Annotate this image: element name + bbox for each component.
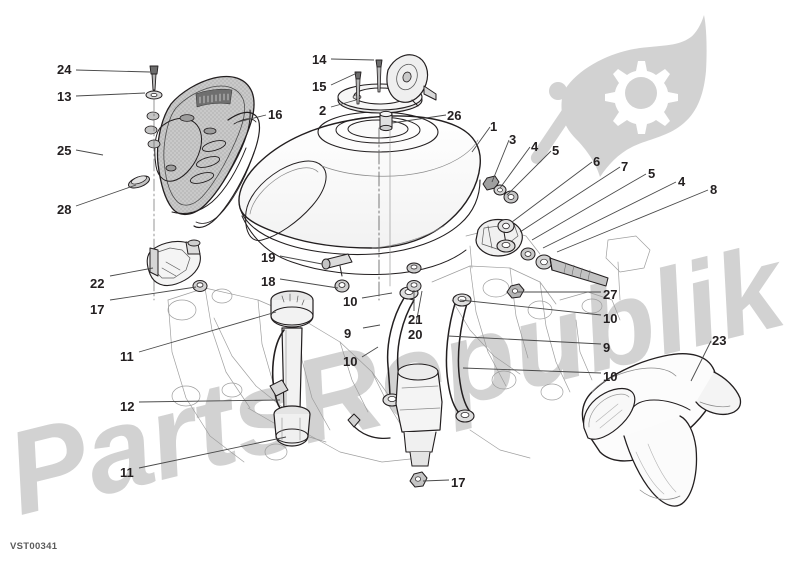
callout-number: 9 (344, 326, 352, 341)
fuel-cap-assembly (337, 54, 437, 301)
leader-line (491, 139, 510, 183)
leader-line (511, 161, 593, 223)
callout-number: 10 (343, 294, 358, 309)
leader-line (330, 72, 358, 86)
callout-number: 24 (57, 62, 72, 77)
callout-number: 5 (648, 166, 656, 181)
callout-number: 26 (447, 108, 462, 123)
leader-line (138, 436, 287, 469)
callout-number: 28 (57, 202, 72, 217)
rubber-pad-28 (128, 175, 150, 189)
leader-line (542, 181, 677, 249)
leader-line (109, 267, 154, 277)
callout-number: 4 (678, 174, 686, 189)
callout-number: 2 (319, 103, 327, 118)
leader-line (75, 149, 104, 156)
leader-line (330, 99, 357, 108)
callout-number: 21 (408, 312, 423, 327)
seat-cover-23 (581, 352, 742, 507)
callout-number: 4 (531, 139, 539, 154)
callout-number: 19 (261, 250, 276, 265)
callout-number: 10 (343, 354, 358, 369)
leader-line (75, 92, 146, 97)
fuel-filter-block (347, 363, 443, 467)
callout-number: 10 (603, 311, 618, 326)
leader-line (462, 367, 602, 374)
leader-line (138, 399, 281, 403)
callout-number: 1 (490, 119, 498, 134)
cover-trim-strip (193, 111, 261, 229)
callout-number: 7 (621, 159, 629, 174)
leader-line (471, 126, 491, 153)
leader-line (415, 290, 423, 325)
leader-line (422, 479, 450, 482)
callout-number: 11 (120, 465, 134, 480)
leader-line (519, 166, 621, 233)
leader-line (447, 335, 602, 345)
hose-clamp-10 (382, 286, 475, 423)
nut-17-front (192, 280, 208, 292)
leader-line (556, 189, 709, 253)
clamp-18 (334, 279, 350, 293)
callout-number: 17 (90, 302, 105, 317)
leader-line (690, 340, 712, 382)
fitting-21 (406, 280, 422, 292)
nut-17-bottom (409, 471, 428, 488)
callout-number: 18 (261, 274, 276, 289)
callout-number: 23 (712, 333, 727, 348)
leader-line (361, 292, 393, 299)
callout-number: 16 (268, 107, 283, 122)
callout-number: 27 (603, 287, 618, 302)
gear-icon (605, 61, 678, 134)
callout-number: 14 (312, 52, 327, 67)
tank-front-bracket (146, 239, 201, 287)
callout-number: 17 (451, 475, 466, 490)
callout-number: 11 (120, 349, 134, 364)
callout-number: 20 (408, 327, 423, 342)
callout-number: 10 (603, 369, 618, 384)
leader-line (391, 114, 447, 124)
diagram-code: VST00341 (10, 541, 58, 552)
leader-line (75, 69, 151, 73)
leader-line (459, 299, 602, 316)
leader-line (506, 150, 552, 196)
callout-number: 12 (120, 399, 135, 414)
callout-number: 8 (710, 182, 718, 197)
leader-line (279, 255, 323, 265)
leader-line (75, 184, 137, 207)
leader-line (109, 286, 197, 301)
leader-line (362, 324, 381, 329)
leader-line (531, 173, 647, 241)
callout-number: 9 (603, 340, 611, 355)
fuel-tank (238, 111, 481, 275)
leader-line (499, 146, 531, 189)
fitting-20 (406, 262, 422, 274)
callout-number: 3 (509, 132, 517, 147)
nut-27 (506, 283, 525, 299)
callout-number: 6 (593, 154, 601, 169)
fuel-line-fitting-19 (321, 253, 353, 277)
breather-nipple-26 (379, 110, 393, 132)
callout-number: 25 (57, 143, 72, 158)
callout-number: 5 (552, 143, 560, 158)
leader-line (237, 114, 267, 123)
leader-line (330, 58, 375, 61)
callout-number: 22 (90, 276, 105, 291)
callout-number: 15 (312, 79, 327, 94)
screw-24 (149, 65, 159, 91)
leader-line (361, 346, 379, 358)
callout-number: 13 (57, 89, 72, 104)
leader-line (138, 311, 277, 353)
leader-line (279, 278, 339, 289)
